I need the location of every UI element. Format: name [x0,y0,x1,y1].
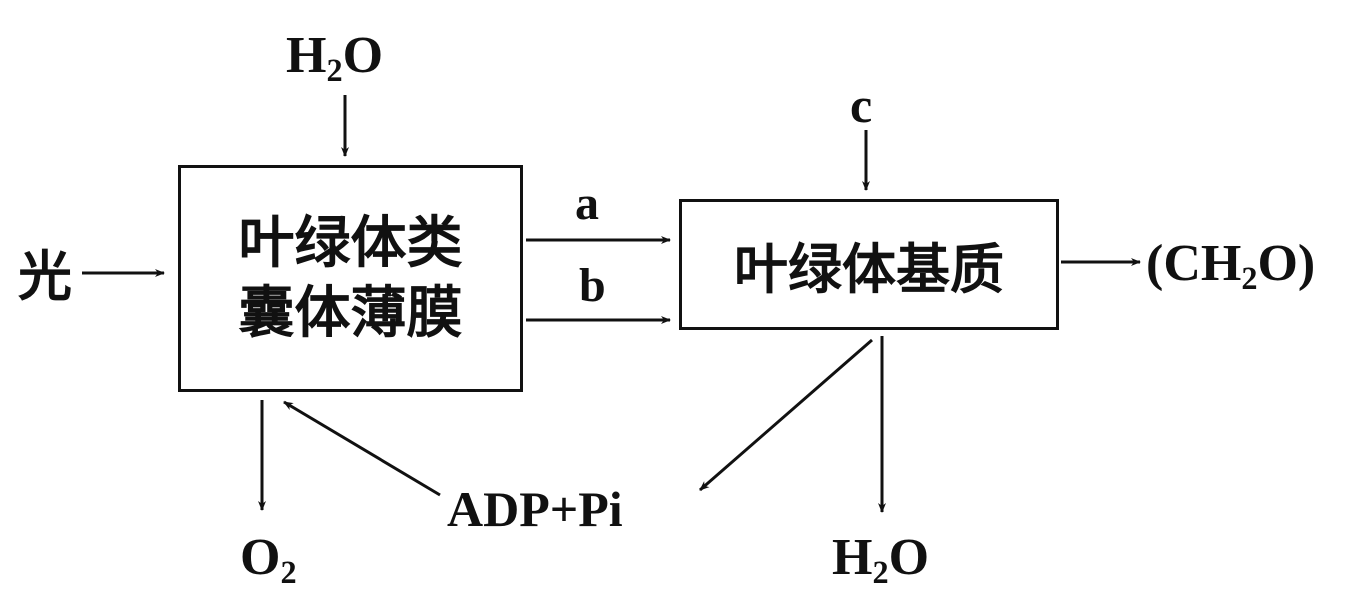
stroma-box: 叶绿体基质 [679,199,1059,330]
b-label: b [579,259,606,312]
water-input-label: H2O [286,27,384,89]
c-label: c [850,77,873,133]
thylakoid-label-line1: 叶绿体类 [238,210,463,276]
arrow-stroma-to-adp [699,338,873,492]
thylakoid-label-line2: 囊体薄膜 [238,280,463,346]
stroma-label: 叶绿体基质 [734,238,1004,301]
thylakoid-membrane-box: 叶绿体类 囊体薄膜 [178,165,523,392]
oxygen-label: O2 [240,529,297,591]
adp-pi-label: ADP+Pi [447,481,623,537]
a-label: a [575,177,599,230]
light-label: 光 [18,245,72,308]
water-output-label: H2O [832,529,930,591]
carbohydrate-label: (CH2O) [1146,235,1316,297]
arrow-adp-to-thylakoid [283,400,441,497]
